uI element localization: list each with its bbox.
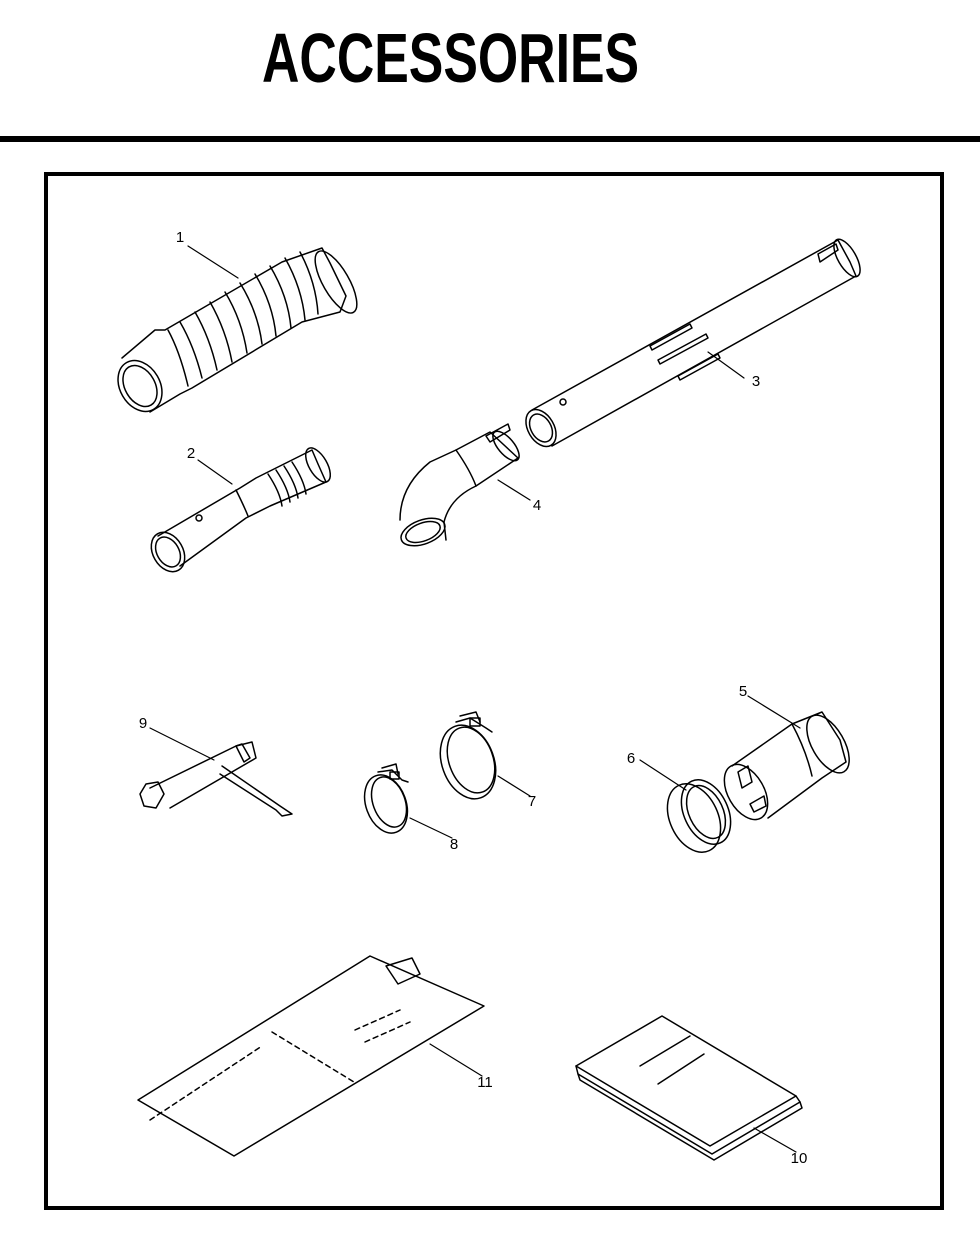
part-label-1: 1 — [176, 229, 184, 246]
adapter-sleeve-icon — [723, 711, 850, 821]
ring-collar-icon — [666, 779, 732, 853]
part-label-8: 8 — [450, 836, 458, 853]
part-label-2: 2 — [187, 445, 195, 462]
small-hose-clamp-icon — [363, 763, 409, 834]
part-label-6: 6 — [627, 750, 635, 767]
curved-nozzle-icon — [399, 423, 520, 547]
manual-booklet-icon — [575, 1015, 803, 1161]
bellows-hose-icon — [117, 247, 358, 413]
long-pipe-icon — [525, 238, 861, 448]
leader-lines — [149, 245, 801, 1153]
part-label-7: 7 — [528, 793, 536, 810]
part-label-10: 10 — [791, 1150, 808, 1167]
header-rule — [0, 136, 980, 142]
part-label-11: 11 — [477, 1074, 493, 1091]
warranty-card-icon — [137, 955, 485, 1157]
diagram-frame — [44, 172, 944, 1210]
part-label-3: 3 — [752, 373, 760, 390]
plug-wrench-icon — [139, 741, 293, 817]
part-label-5: 5 — [739, 683, 747, 700]
part-label-9: 9 — [139, 715, 147, 732]
straight-pipe-icon — [150, 447, 332, 573]
part-label-4: 4 — [533, 497, 541, 514]
large-hose-clamp-icon — [439, 711, 497, 800]
